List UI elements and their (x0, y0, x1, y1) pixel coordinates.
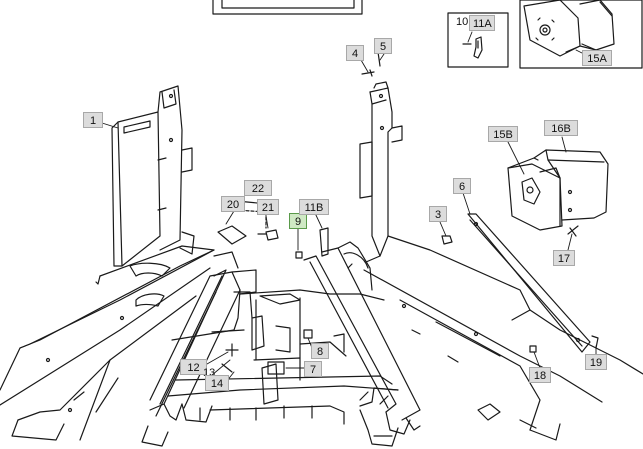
callout-9[interactable]: 9 (289, 213, 307, 229)
center-frame (141, 251, 399, 447)
bolt-13 (225, 343, 239, 357)
callout-1[interactable]: 1 (83, 112, 103, 128)
callout-21[interactable]: 21 (257, 199, 279, 215)
callout-14[interactable]: 14 (205, 375, 229, 391)
callout-16b[interactable]: 16B (544, 120, 578, 136)
left-deck (0, 245, 215, 441)
top-partial-box (212, 0, 363, 15)
callout-11b[interactable]: 11B (299, 199, 329, 215)
inset-box-10-11a (447, 12, 509, 68)
callout-19[interactable]: 19 (585, 354, 607, 370)
right-deck (363, 235, 643, 441)
right-upright-panel (359, 81, 403, 263)
left-inner-rail (149, 269, 227, 421)
housing-15b-16b (507, 149, 609, 231)
bolt-12 (211, 329, 245, 333)
left-upright-panel (111, 85, 195, 267)
callout-15b[interactable]: 15B (488, 126, 518, 142)
bolt-4 (361, 69, 375, 77)
nut-9 (295, 251, 303, 259)
callout-10[interactable]: 10 (456, 16, 469, 28)
inset-box-15a (519, 0, 643, 69)
callout-8[interactable]: 8 (311, 343, 329, 359)
right-inner-rail (303, 241, 421, 435)
bolt-19 (591, 335, 599, 349)
leader-lines (101, 31, 597, 383)
callout-11a[interactable]: 11A (469, 15, 495, 31)
callout-7[interactable]: 7 (304, 361, 322, 377)
flat-bar-6 (467, 213, 591, 353)
hardware (211, 51, 599, 375)
bolt-17 (567, 225, 579, 237)
callout-17[interactable]: 17 (553, 250, 575, 266)
callout-6[interactable]: 6 (453, 178, 471, 194)
callout-15a[interactable]: 15A (582, 50, 612, 66)
pin-11b (319, 227, 329, 257)
bushing-21 (265, 229, 279, 241)
nut-8 (303, 329, 313, 339)
plate-20 (217, 225, 247, 245)
callout-22[interactable]: 22 (244, 180, 272, 196)
callout-4[interactable]: 4 (346, 45, 364, 61)
callout-3[interactable]: 3 (429, 206, 447, 222)
callout-5[interactable]: 5 (374, 38, 392, 54)
callout-20[interactable]: 20 (221, 196, 245, 212)
nut-3 (441, 235, 453, 245)
spacer-7 (267, 361, 285, 375)
callout-12[interactable]: 12 (180, 359, 207, 375)
nut-18 (529, 345, 537, 353)
callout-18[interactable]: 18 (529, 367, 551, 383)
